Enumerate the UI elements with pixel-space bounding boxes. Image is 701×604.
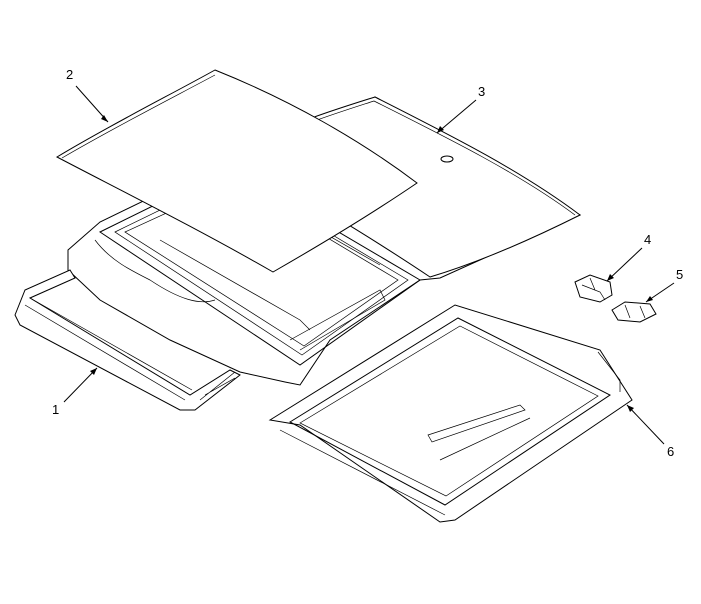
sunroof-motor-rear [611, 301, 657, 323]
callout-4: 4 [644, 232, 652, 247]
sunroof-frame [268, 304, 633, 523]
sunshade [14, 269, 241, 411]
callout-2: 2 [66, 67, 74, 82]
leader-lines [63, 85, 675, 445]
callout-6: 6 [667, 444, 675, 459]
callout-5: 5 [676, 267, 684, 282]
sunroof-motor-front [574, 274, 613, 303]
callout-1: 1 [52, 402, 60, 417]
callout-3: 3 [478, 84, 486, 99]
front-glass-panel [55, 69, 418, 273]
